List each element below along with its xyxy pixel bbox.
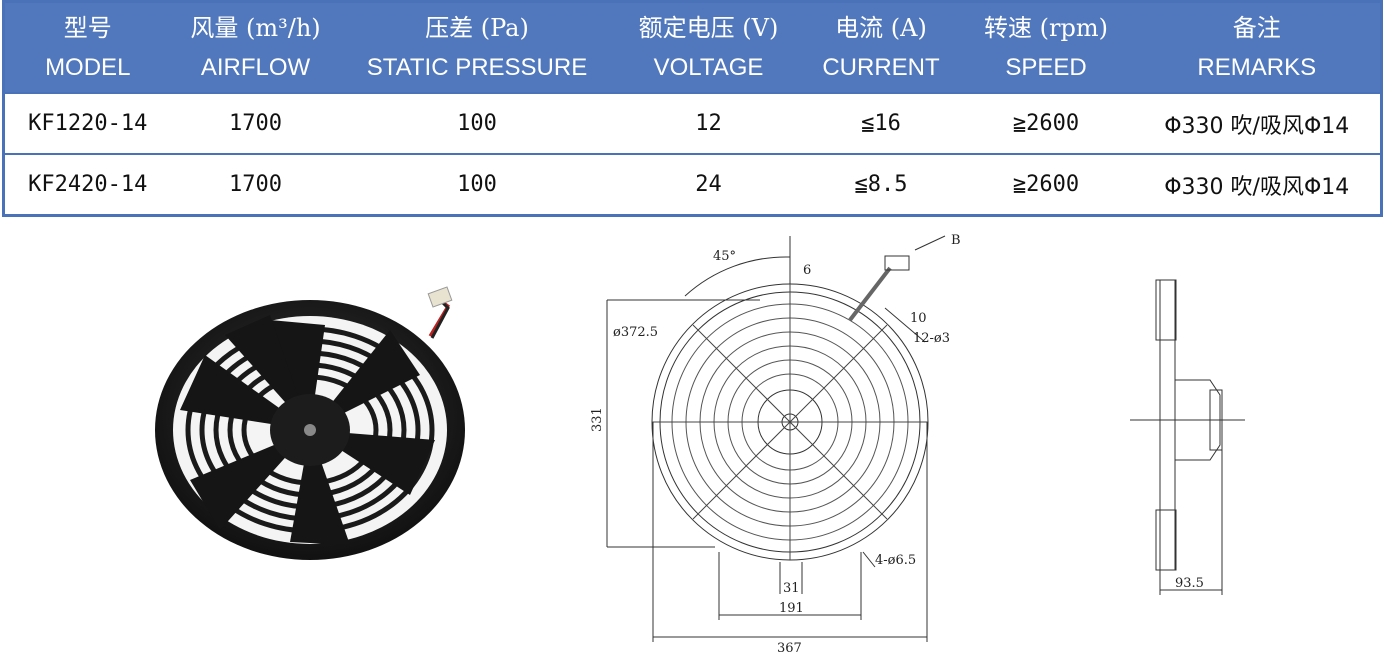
overall-width-label: 367 bbox=[777, 641, 802, 656]
cell-airflow: 1700 bbox=[170, 153, 341, 216]
slot-width-label: 6 bbox=[803, 263, 811, 278]
side-view-drawing: 93.5 bbox=[1130, 279, 1245, 595]
table-row: KF2420-14 1700 100 24 ≦8.5 ≧2600 Φ330 吹/… bbox=[3, 153, 1382, 216]
height-label: 331 bbox=[590, 407, 605, 432]
mount-spacing-label: 191 bbox=[779, 601, 804, 616]
header-voltage: 额定电压 (V)VOLTAGE bbox=[613, 1, 804, 93]
cell-voltage: 12 bbox=[613, 92, 804, 154]
holes-top-label: 12-ø3 bbox=[913, 331, 950, 346]
cell-model: KF1220-14 bbox=[3, 92, 171, 154]
connector-label: B bbox=[951, 233, 961, 248]
cell-current: ≦8.5 bbox=[803, 153, 959, 216]
cell-remarks: Φ330 吹/吸风Φ14 bbox=[1133, 153, 1382, 216]
cell-airflow: 1700 bbox=[170, 92, 341, 154]
cell-current: ≦16 bbox=[803, 92, 959, 154]
cell-remarks: Φ330 吹/吸风Φ14 bbox=[1133, 92, 1382, 154]
cell-pressure: 100 bbox=[340, 153, 614, 216]
cell-model: KF2420-14 bbox=[3, 153, 171, 216]
header-speed: 转速 (rpm)SPEED bbox=[958, 1, 1134, 93]
cell-speed: ≧2600 bbox=[958, 153, 1134, 216]
angle-label: 45° bbox=[713, 249, 736, 264]
cell-speed: ≧2600 bbox=[958, 92, 1134, 154]
front-view-drawing: 45° B 6 ø372.5 10 12-ø3 331 4-ø6.5 31 19… bbox=[590, 233, 961, 656]
cell-pressure: 100 bbox=[340, 92, 614, 154]
header-current: 电流 (A)CURRENT bbox=[803, 1, 959, 93]
table-row: KF1220-14 1700 100 12 ≦16 ≧2600 Φ330 吹/吸… bbox=[3, 92, 1382, 154]
mount-holes-label: 4-ø6.5 bbox=[875, 553, 916, 568]
fan-photo bbox=[155, 286, 465, 560]
center-width-label: 31 bbox=[783, 581, 800, 596]
header-pressure: 压差 (Pa)STATIC PRESSURE bbox=[340, 1, 614, 93]
diameter-label: ø372.5 bbox=[613, 325, 658, 340]
depth-label: 93.5 bbox=[1175, 576, 1204, 591]
header-airflow: 风量 (m³/h)AIRFLOW bbox=[170, 1, 341, 93]
tab-label: 10 bbox=[910, 311, 927, 326]
cell-voltage: 24 bbox=[613, 153, 804, 216]
